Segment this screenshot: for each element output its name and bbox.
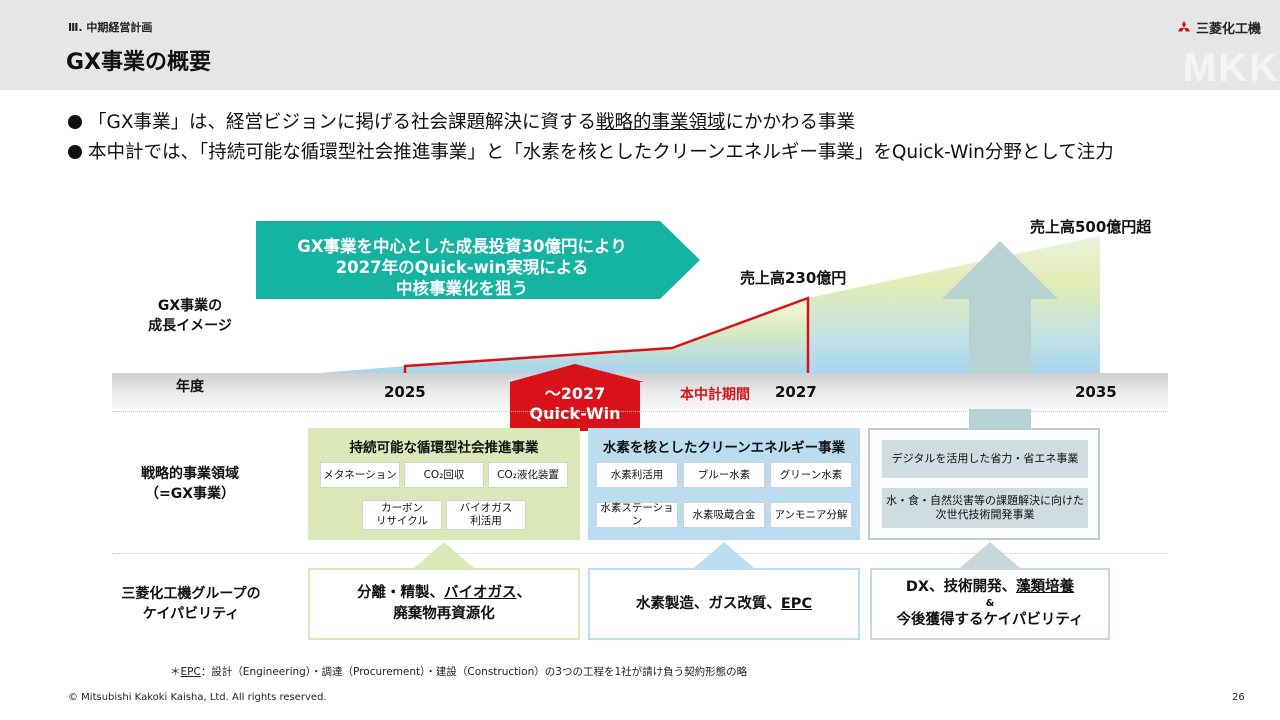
fiscal-year-label: 年度 <box>176 379 204 395</box>
future-business-panel: デジタルを活用した省力・省エネ事業 水・食・自然災害等の課題解決に向けた 次世代… <box>868 428 1100 540</box>
message-line: 中核事業化を狙う <box>396 279 528 298</box>
bullet-item: 「GX事業」は、経営ビジョンに掲げる社会課題解決に資する戦略的事業領域にかかわる… <box>68 108 1114 138</box>
chip-green-hydrogen: グリーン水素 <box>770 462 852 488</box>
capability-ampersand: & <box>985 598 995 609</box>
year-2035: 2035 <box>1075 383 1117 401</box>
pointer-blue <box>694 542 754 568</box>
sales-2035-label: 売上高500億円超 <box>1030 218 1152 236</box>
chip-line: リサイクル <box>376 515 428 527</box>
three-diamonds-icon <box>1178 20 1190 31</box>
circular-society-panel: 持続可能な循環型社会推進事業 メタネーション CO₂回収 CO₂液化装置 カーボ… <box>308 428 580 540</box>
mid-term-period-label: 本中計期間 <box>680 387 750 403</box>
footnote-term: EPC <box>180 666 201 678</box>
quick-win-arrow-shape <box>510 364 644 382</box>
chip-hydrogen-use: 水素利活用 <box>596 462 678 488</box>
cap-text: DX、技術開発、 <box>905 579 1017 595</box>
bullet-dot-icon <box>68 115 82 129</box>
chip-ammonia-cracking: アンモニア分解 <box>770 502 852 528</box>
label-line: GX事業の <box>157 298 223 314</box>
quick-win-line: ～2027 <box>544 384 606 403</box>
quick-win-line: Quick-Win <box>529 404 621 423</box>
growth-area-2027 <box>320 298 808 373</box>
page-title: GX事業の概要 <box>66 50 212 75</box>
capability-line: DX、技術開発、藻類培養 <box>906 577 1074 598</box>
bullet-text: 「GX事業」は、経営ビジョンに掲げる社会課題解決に資する <box>88 112 597 133</box>
page-number: 26 <box>1232 692 1245 703</box>
pointer-green <box>414 542 474 568</box>
capability-hydrogen: 水素製造、ガス改質、EPC <box>588 568 860 640</box>
label-line: 成長イメージ <box>148 318 232 334</box>
quick-win-label: ～2027 Quick-Win <box>505 384 645 424</box>
chip-line: バイオガス <box>459 502 513 514</box>
capability-future: DX、技術開発、藻類培養 & 今後獲得するケイパビリティ <box>870 568 1110 640</box>
cap-emphasis: EPC <box>780 595 813 612</box>
label-line: 三菱化工機グループの <box>121 586 261 602</box>
cap-text: 分離・精製、 <box>357 585 444 601</box>
bullet-item: 本中計では、「持続可能な循環型社会推進事業」と「水素を核としたクリーンエネルギー… <box>68 138 1114 168</box>
cap-emphasis: 藻類培養 <box>1016 579 1075 595</box>
bullet-dot-icon <box>68 145 82 159</box>
panel-title: 水素を核としたクリーンエネルギー事業 <box>602 440 846 456</box>
logo-text: 三菱化工機 <box>1196 22 1262 37</box>
capability-line: 廃棄物再資源化 <box>393 606 495 622</box>
company-logo: 三菱化工機 <box>1176 18 1261 37</box>
label-line: （=GX事業） <box>144 486 235 502</box>
chip-line: 次世代技術開発事業 <box>935 508 1035 521</box>
chip-blue-hydrogen: ブルー水素 <box>683 462 765 488</box>
chip-co2-liquefaction: CO₂液化装置 <box>488 462 568 488</box>
chip-digital-energy-saving: デジタルを活用した省力・省エネ事業 <box>882 440 1088 478</box>
chip-co2-capture: CO₂回収 <box>404 462 484 488</box>
chip-hydrogen-station: 水素ステーション <box>596 502 678 528</box>
capability-line: 今後獲得するケイパビリティ <box>896 612 1084 628</box>
sales-2027-label: 売上高230億円 <box>740 269 847 287</box>
footnote-text: ：設計（Engineering）・調達（Procurement）・建設（Cons… <box>200 666 748 678</box>
chip-hydrogen-alloy: 水素吸蔵合金 <box>683 502 765 528</box>
strategic-domain-label: 戦略的事業領域 （=GX事業） <box>110 464 270 504</box>
cap-text: 水素製造、ガス改質、 <box>635 595 781 612</box>
capability-line: 水素製造、ガス改質、EPC <box>636 594 812 615</box>
hydrogen-energy-panel: 水素を核としたクリーンエネルギー事業 水素利活用 ブルー水素 グリーン水素 水素… <box>588 428 860 540</box>
chip-next-gen-tech: 水・食・自然災害等の課題解決に向けた 次世代技術開発事業 <box>882 488 1088 528</box>
copyright: © Mitsubishi Kakoki Kaisha, Ltd. All rig… <box>68 692 327 703</box>
bullet-text: にかかわる事業 <box>725 112 856 133</box>
chip-carbon-recycle: カーボン リサイクル <box>362 500 442 530</box>
panel-title: 持続可能な循環型社会推進事業 <box>349 440 539 456</box>
capability-line: 分離・精製、バイオガス、 <box>357 583 531 604</box>
teal-banner-arrow <box>256 221 700 299</box>
pointer-gray <box>960 542 1020 568</box>
year-2027: 2027 <box>775 383 817 401</box>
mid-term-outline <box>403 296 810 373</box>
section-label: Ⅲ. 中期経営計画 <box>68 21 153 34</box>
footnote-mark: ＊ <box>170 666 181 678</box>
bullet-emphasis: 戦略的事業領域 <box>596 112 726 133</box>
year-2025: 2025 <box>384 383 426 401</box>
capability-label: 三菱化工機グループの ケイパビリティ <box>96 584 286 624</box>
growth-investment-message: GX事業を中心とした成長投資30億円により 2027年のQuick-win実現に… <box>252 236 672 299</box>
capability-circular: 分離・精製、バイオガス、 廃棄物再資源化 <box>308 568 580 640</box>
label-line: ケイパビリティ <box>142 606 240 622</box>
chip-methanation: メタネーション <box>320 462 400 488</box>
label-line: 戦略的事業領域 <box>141 466 239 482</box>
header-band <box>0 0 1280 90</box>
cap-text: 、 <box>516 585 532 601</box>
row-divider <box>112 411 1168 412</box>
row-divider <box>112 553 1168 554</box>
chip-biogas: バイオガス 利活用 <box>446 500 526 530</box>
cap-emphasis: バイオガス <box>444 585 517 601</box>
bullet-list: 「GX事業」は、経営ビジョンに掲げる社会課題解決に資する戦略的事業領域にかかわる… <box>68 108 1114 168</box>
message-line: GX事業を中心とした成長投資30億円により <box>297 237 627 256</box>
growth-image-label: GX事業の 成長イメージ <box>120 296 260 336</box>
chip-line: カーボン <box>381 502 423 514</box>
message-line: 2027年のQuick-win実現による <box>335 258 589 277</box>
epc-footnote: ＊EPC：設計（Engineering）・調達（Procurement）・建設（… <box>170 664 747 679</box>
chip-line: 利活用 <box>470 515 502 527</box>
bullet-text: 本中計では、「持続可能な循環型社会推進事業」と「水素を核としたクリーンエネルギー… <box>88 142 1114 163</box>
watermark: MKK <box>1182 46 1280 90</box>
chip-line: 水・食・自然災害等の課題解決に向けた <box>886 494 1084 507</box>
